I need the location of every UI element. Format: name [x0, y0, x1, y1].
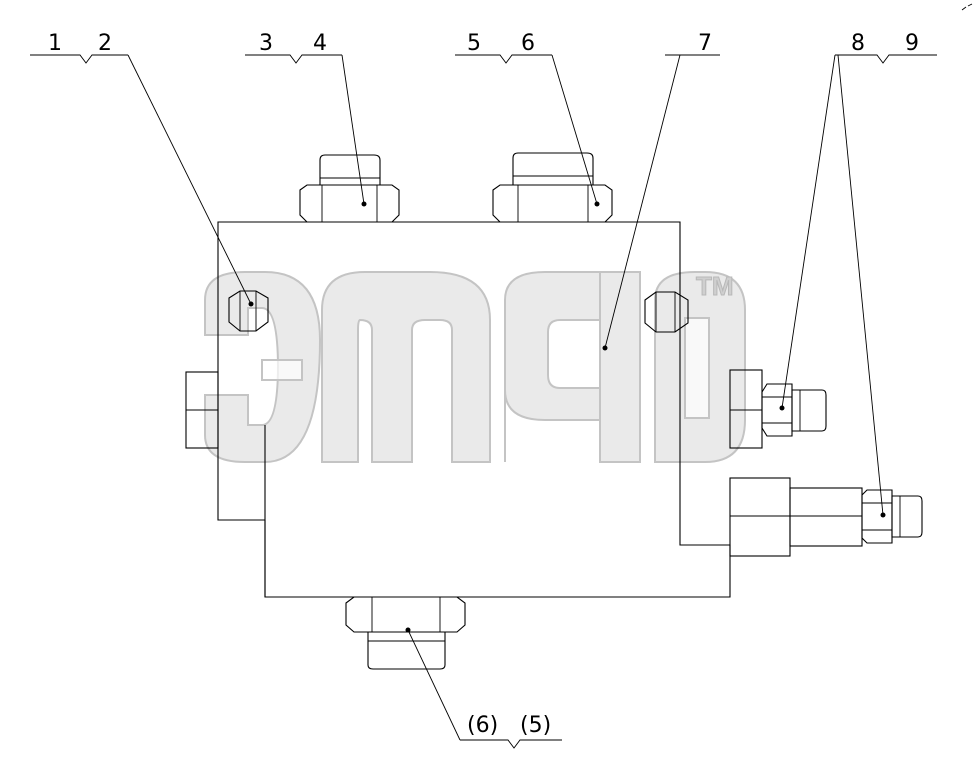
- right-fitting-lower: [861, 489, 923, 544]
- watermark-logo: TM: [204, 271, 746, 463]
- callout-9: 9: [905, 31, 919, 56]
- watermark-letter-1-bar: [261, 359, 303, 381]
- watermark-letter-2: [321, 271, 491, 463]
- callout-5: 5: [467, 31, 481, 56]
- top-fitting-right: [492, 152, 613, 223]
- leader-lines: [30, 54, 937, 749]
- hex-plug-left: [228, 290, 269, 332]
- top-fitting-left: [299, 154, 400, 223]
- callout-4: 4: [313, 31, 327, 56]
- callout-6-bottom: (6): [467, 713, 498, 738]
- hex-plug-right: [644, 291, 689, 333]
- callout-labels: 1 2 3 4 5 6 7 8 9 (6) (5): [48, 31, 919, 738]
- callout-7: 7: [698, 31, 712, 56]
- callout-2: 2: [98, 31, 112, 56]
- watermark-letter-4-hole: [684, 317, 710, 419]
- right-fitting-upper: [761, 383, 827, 437]
- watermark-letter-3: [504, 271, 601, 462]
- callout-8: 8: [851, 31, 865, 56]
- corner-mark: [961, 3, 973, 11]
- watermark-tm: TM: [696, 271, 734, 301]
- callout-5-bottom: (5): [520, 713, 551, 738]
- callout-1: 1: [48, 31, 62, 56]
- bottom-fitting: [345, 596, 466, 670]
- watermark-letter-3-stem: [599, 271, 641, 463]
- callout-3: 3: [259, 31, 273, 56]
- callout-6: 6: [521, 31, 535, 56]
- right-lower-boss: [729, 477, 791, 557]
